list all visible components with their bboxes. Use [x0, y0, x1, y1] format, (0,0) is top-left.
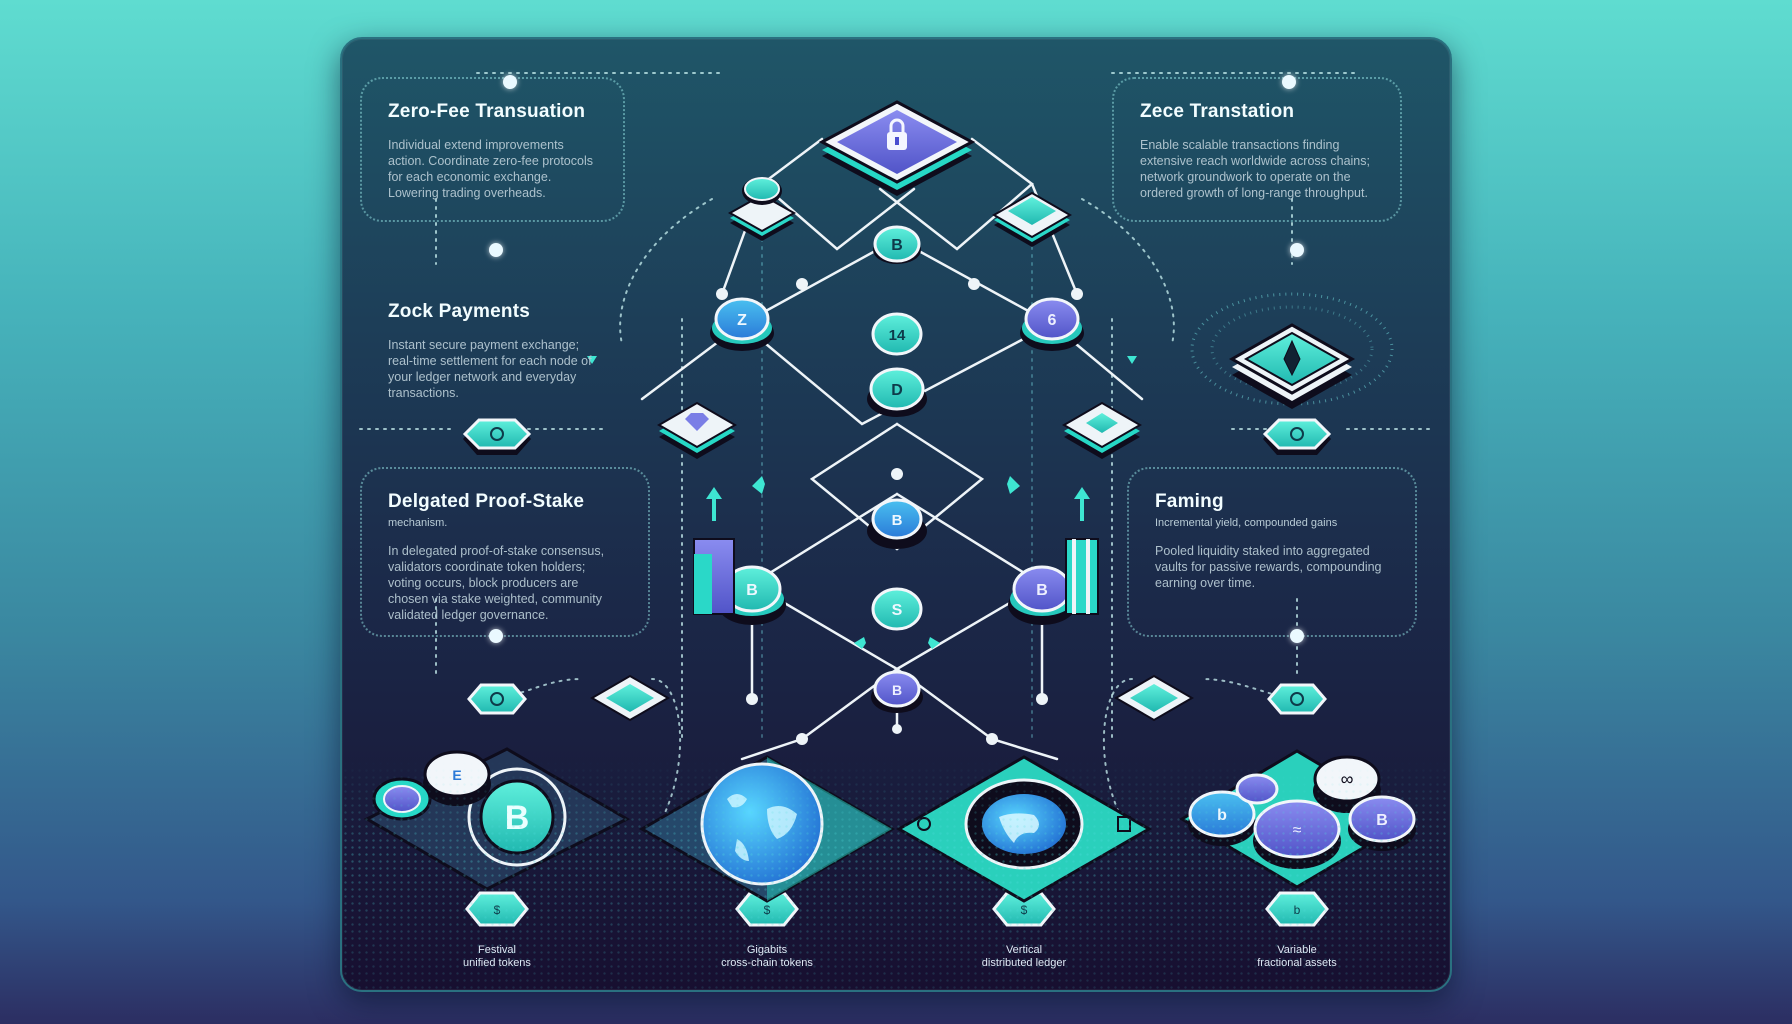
- platform-bitcoin: B E: [363, 747, 631, 891]
- panel-title: Zock Payments: [388, 301, 530, 322]
- svg-text:6: 6: [1048, 312, 1057, 329]
- platform-globe: [638, 755, 896, 903]
- panel-title: Faming: [1155, 491, 1224, 512]
- svg-text:$: $: [764, 903, 771, 917]
- infographic-card: B Z 14 6 D B B S B B: [340, 37, 1452, 992]
- svg-text:$: $: [1021, 903, 1028, 917]
- caption-gigabits: Gigabits cross-chain tokens: [721, 944, 813, 969]
- central-coins: B Z 14 6 D B B S B B: [710, 225, 1084, 713]
- svg-text:D: D: [891, 382, 903, 399]
- svg-text:Z: Z: [737, 312, 747, 329]
- hex-badges: $ $ $ b: [462, 418, 1332, 927]
- panel-title: Zero-Fee Transuation: [388, 101, 586, 122]
- panel-delegated-proof-stake: Delgated Proof-Stake mechanism. In deleg…: [360, 467, 650, 637]
- svg-text:∞: ∞: [1341, 769, 1354, 789]
- panel-zero-fee-transaction: Zero-Fee Transuation Individual extend i…: [360, 77, 625, 222]
- panel-zece-transtation: Zece Transtation Enable scalable transac…: [1112, 77, 1402, 222]
- lock-block: [818, 100, 976, 196]
- panel-subtitle: mechanism.: [388, 517, 448, 529]
- connector-node: [503, 75, 517, 89]
- panel-body: In delegated proof-of-stake consensus, v…: [388, 544, 605, 622]
- panel-body: Individual extend improvements action. C…: [388, 138, 593, 200]
- svg-text:b: b: [1294, 903, 1301, 917]
- svg-text:≈: ≈: [1293, 822, 1302, 839]
- blockchain-network-diagram: B Z 14 6 D B B S B B: [359, 72, 1433, 927]
- svg-text:B: B: [746, 582, 758, 599]
- svg-text:E: E: [452, 767, 461, 783]
- caption-vertical: Vertical distributed ledger: [981, 944, 1067, 969]
- svg-text:$: $: [494, 903, 501, 917]
- exchange-block: [1062, 401, 1142, 459]
- left-pillar: [693, 487, 735, 615]
- svg-text:b: b: [1217, 807, 1227, 824]
- connector-node: [1290, 243, 1304, 257]
- caption-variable: Variable fractional assets: [1257, 944, 1337, 969]
- svg-text:14: 14: [889, 327, 906, 344]
- connector-node: [1290, 629, 1304, 643]
- svg-text:B: B: [1376, 812, 1388, 829]
- svg-text:S: S: [892, 602, 903, 619]
- platform-coins: b ≈ ∞ B: [1179, 749, 1416, 889]
- panel-body: Instant secure payment exchange; real-ti…: [388, 338, 592, 400]
- gem-block: [657, 401, 737, 459]
- svg-text:B: B: [505, 799, 530, 837]
- ethereum-block: [1190, 292, 1394, 409]
- panel-title: Zece Transtation: [1140, 101, 1295, 122]
- panel-body: Pooled liquidity staked into aggregated …: [1155, 544, 1382, 590]
- panel-faming: Faming Incremental yield, compounded gai…: [1127, 467, 1417, 637]
- platform-worldmap: [895, 755, 1153, 903]
- panel-title: Delgated Proof-Stake: [388, 491, 585, 512]
- panel-zock-payments: Zock Payments Instant secure payment exc…: [360, 277, 625, 417]
- caption-festival: Festival unified tokens: [463, 944, 531, 969]
- svg-text:B: B: [1036, 582, 1048, 599]
- connector-node: [1282, 75, 1296, 89]
- svg-text:B: B: [892, 682, 902, 698]
- panel-subtitle: Incremental yield, compounded gains: [1155, 517, 1338, 529]
- connector-node: [489, 243, 503, 257]
- panel-body: Enable scalable transactions finding ext…: [1140, 138, 1370, 200]
- connector-node: [489, 629, 503, 643]
- right-pillar: [1065, 487, 1099, 615]
- svg-text:B: B: [891, 237, 903, 254]
- svg-text:B: B: [892, 512, 903, 529]
